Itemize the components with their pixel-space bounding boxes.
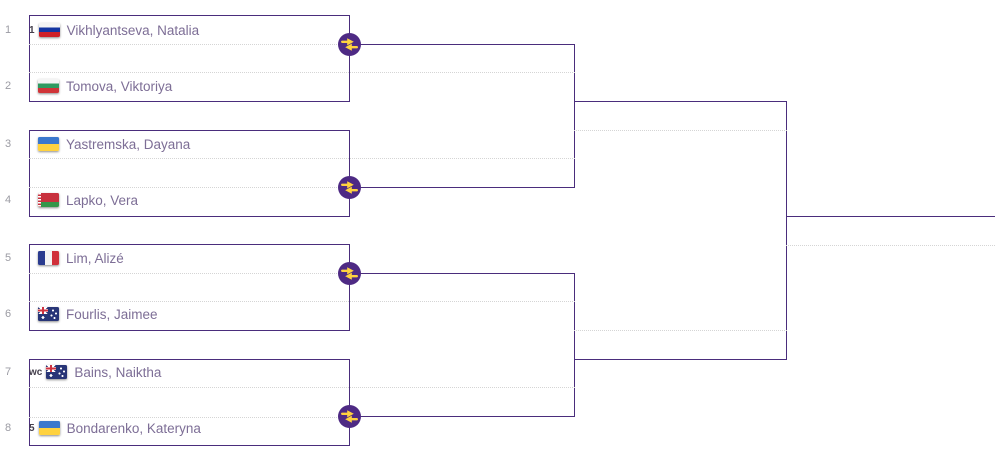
player-flag-icon — [46, 365, 68, 379]
semifinal2-connector — [349, 272, 575, 417]
match1-junction-converging-arrows-icon[interactable] — [338, 33, 361, 56]
row-number: 6 — [5, 308, 12, 320]
player-row: 8 5 Bondarenko, Kateryna — [5, 418, 201, 438]
player-name[interactable]: Yastremska, Dayana — [66, 136, 191, 152]
player-flag-icon — [38, 193, 59, 207]
match4-junction-converging-arrows-icon[interactable] — [338, 405, 361, 428]
semifinal1-connector — [349, 43, 575, 188]
row-number: 8 — [5, 422, 12, 434]
row-number: 5 — [5, 252, 12, 264]
name-line-slot6 — [29, 301, 575, 302]
round1-match4-box — [29, 358, 350, 446]
player-flag-icon — [38, 421, 60, 435]
player-name[interactable]: Fourlis, Jaimee — [66, 306, 158, 322]
player-row: 1 1 Vikhlyantseva, Natalia — [5, 20, 199, 40]
player-name[interactable]: Lapko, Vera — [66, 192, 139, 208]
name-line-slot4 — [29, 187, 349, 188]
player-row: 7 wc Bains, Naiktha — [5, 362, 161, 382]
player-name[interactable]: Bondarenko, Kateryna — [66, 420, 201, 436]
seed-label: wc — [29, 366, 43, 378]
row-number: 4 — [5, 194, 12, 206]
player-flag-icon — [38, 137, 59, 151]
player-row: 3 Yastremska, Dayana — [5, 134, 190, 154]
player-name[interactable]: Lim, Alizé — [66, 250, 124, 266]
player-flag-icon — [38, 23, 60, 37]
round1-match2-box — [29, 129, 350, 217]
match2-junction-converging-arrows-icon[interactable] — [338, 176, 361, 199]
player-row: 6 Fourlis, Jaimee — [5, 304, 158, 324]
champion-line — [786, 216, 995, 217]
seed-label: 5 — [29, 422, 35, 434]
name-line-slot5 — [29, 272, 349, 274]
player-row: 4 Lapko, Vera — [5, 190, 138, 210]
row-number: 7 — [5, 366, 12, 378]
row-number: 3 — [5, 138, 12, 150]
name-line-slot2 — [29, 72, 575, 73]
match3-junction-converging-arrows-icon[interactable] — [338, 262, 361, 285]
player-name[interactable]: Vikhlyantseva, Natalia — [66, 22, 200, 38]
player-row: 5 Lim, Alizé — [5, 248, 124, 268]
player-flag-icon — [38, 79, 59, 93]
row-number: 2 — [5, 80, 12, 92]
name-line-slot1 — [29, 43, 349, 45]
player-name[interactable]: Bains, Naiktha — [74, 364, 162, 380]
name-line-slot8 — [29, 416, 349, 418]
name-line-finalist1 — [574, 129, 787, 131]
player-name[interactable]: Tomova, Viktoriya — [66, 78, 173, 94]
name-line-champion — [786, 245, 995, 246]
name-line-finalist2 — [574, 330, 787, 331]
row-number: 1 — [5, 24, 12, 36]
name-line-slot3 — [29, 158, 575, 159]
round1-match3-box — [29, 244, 350, 331]
seed-label: 1 — [29, 24, 35, 36]
player-flag-icon — [38, 251, 59, 265]
final-connector — [574, 100, 787, 360]
player-row: 2 Tomova, Viktoriya — [5, 76, 172, 96]
round1-match1-box — [29, 15, 350, 102]
name-line-slot7 — [29, 387, 575, 388]
player-flag-icon — [38, 307, 59, 321]
